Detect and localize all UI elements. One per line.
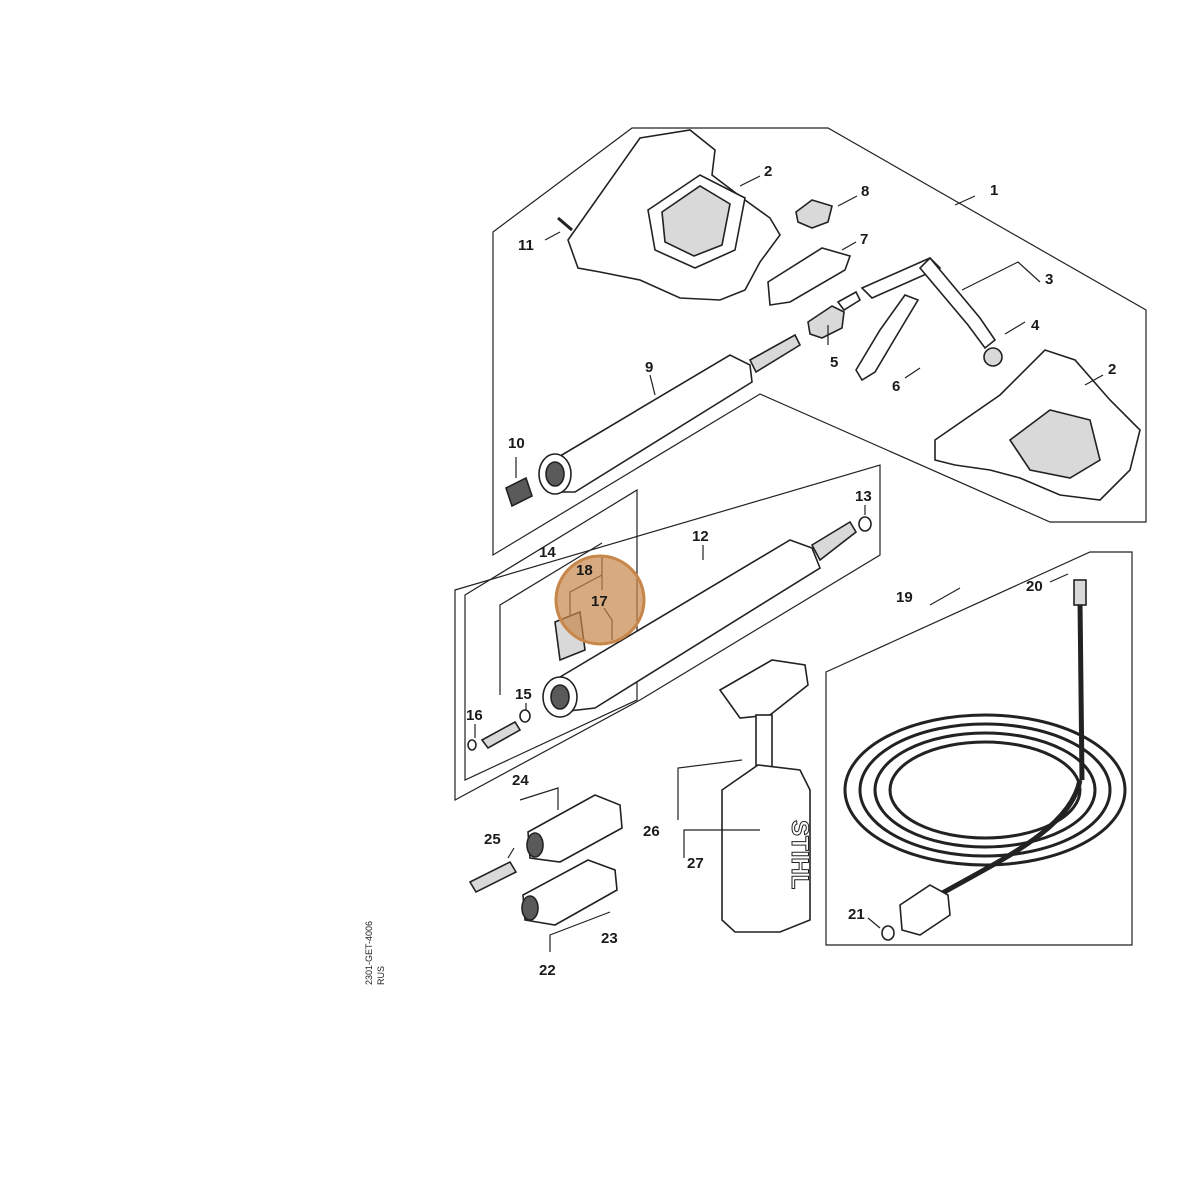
callout-22: 22 [539, 962, 556, 979]
callout-16: 16 [466, 707, 483, 724]
callout-10: 10 [508, 435, 525, 452]
lance-part-12 [542, 520, 858, 718]
trigger-part-6 [855, 294, 920, 382]
callout-27: 27 [687, 855, 704, 872]
callout-13: 13 [855, 488, 872, 505]
group-frame-12 [454, 464, 881, 802]
callout-6: 6 [892, 378, 900, 395]
latch-part-8 [795, 199, 833, 229]
callout-15: 15 [515, 686, 532, 703]
callout-9: 9 [645, 359, 653, 376]
callout-4: 4 [1031, 317, 1040, 334]
nozzle-part-25 [468, 860, 518, 894]
o-ring-part-21 [881, 925, 895, 941]
callout-23: 23 [601, 930, 618, 947]
callout-20: 20 [1026, 578, 1043, 595]
group-frame-19 [825, 551, 1133, 946]
highlight-circle [554, 554, 646, 646]
callout-19: 19 [896, 589, 913, 606]
callout-14: 14 [539, 544, 556, 561]
callout-25: 25 [484, 831, 501, 848]
gun-housing-half-right [934, 349, 1141, 501]
callout-8: 8 [861, 183, 869, 200]
gun-housing-half-top [567, 129, 781, 301]
callout-2: 2 [764, 163, 772, 180]
callout-24: 24 [512, 772, 529, 789]
callout-7: 7 [860, 231, 868, 248]
callout-12: 12 [692, 528, 709, 545]
group-frame-1 [492, 127, 1147, 557]
valve-part-5 [807, 290, 862, 339]
foam-cannon-part-26-27: STIHL [718, 659, 814, 933]
adapter-part-15-16 [467, 709, 531, 751]
callout-11: 11 [518, 237, 534, 254]
nozzle-part-10 [505, 476, 533, 508]
callout-18: 18 [576, 562, 593, 579]
screw-part-11 [557, 216, 573, 232]
o-ring-part-13 [858, 516, 872, 532]
callout-2b: 2 [1108, 361, 1116, 378]
foam-bottle-brand: STIHL [786, 820, 813, 889]
gun-tube-part-3 [860, 256, 1003, 367]
drawing-code: 2301-GET-4006 [364, 921, 374, 985]
hose-part-19 [843, 579, 1127, 936]
nozzle-part-22 [521, 859, 618, 926]
lance-part-9 [538, 333, 802, 495]
callout-17: 17 [591, 593, 608, 610]
nozzle-part-24 [526, 794, 623, 863]
callout-5: 5 [830, 354, 838, 371]
group-frame-14 [464, 488, 638, 781]
callout-21: 21 [848, 906, 865, 923]
callout-26: 26 [643, 823, 660, 840]
callout-1: 1 [990, 182, 998, 199]
trigger-lever-part-7 [767, 247, 852, 306]
callout-3: 3 [1045, 271, 1053, 288]
drawing-code-suffix: RUS [376, 966, 386, 985]
